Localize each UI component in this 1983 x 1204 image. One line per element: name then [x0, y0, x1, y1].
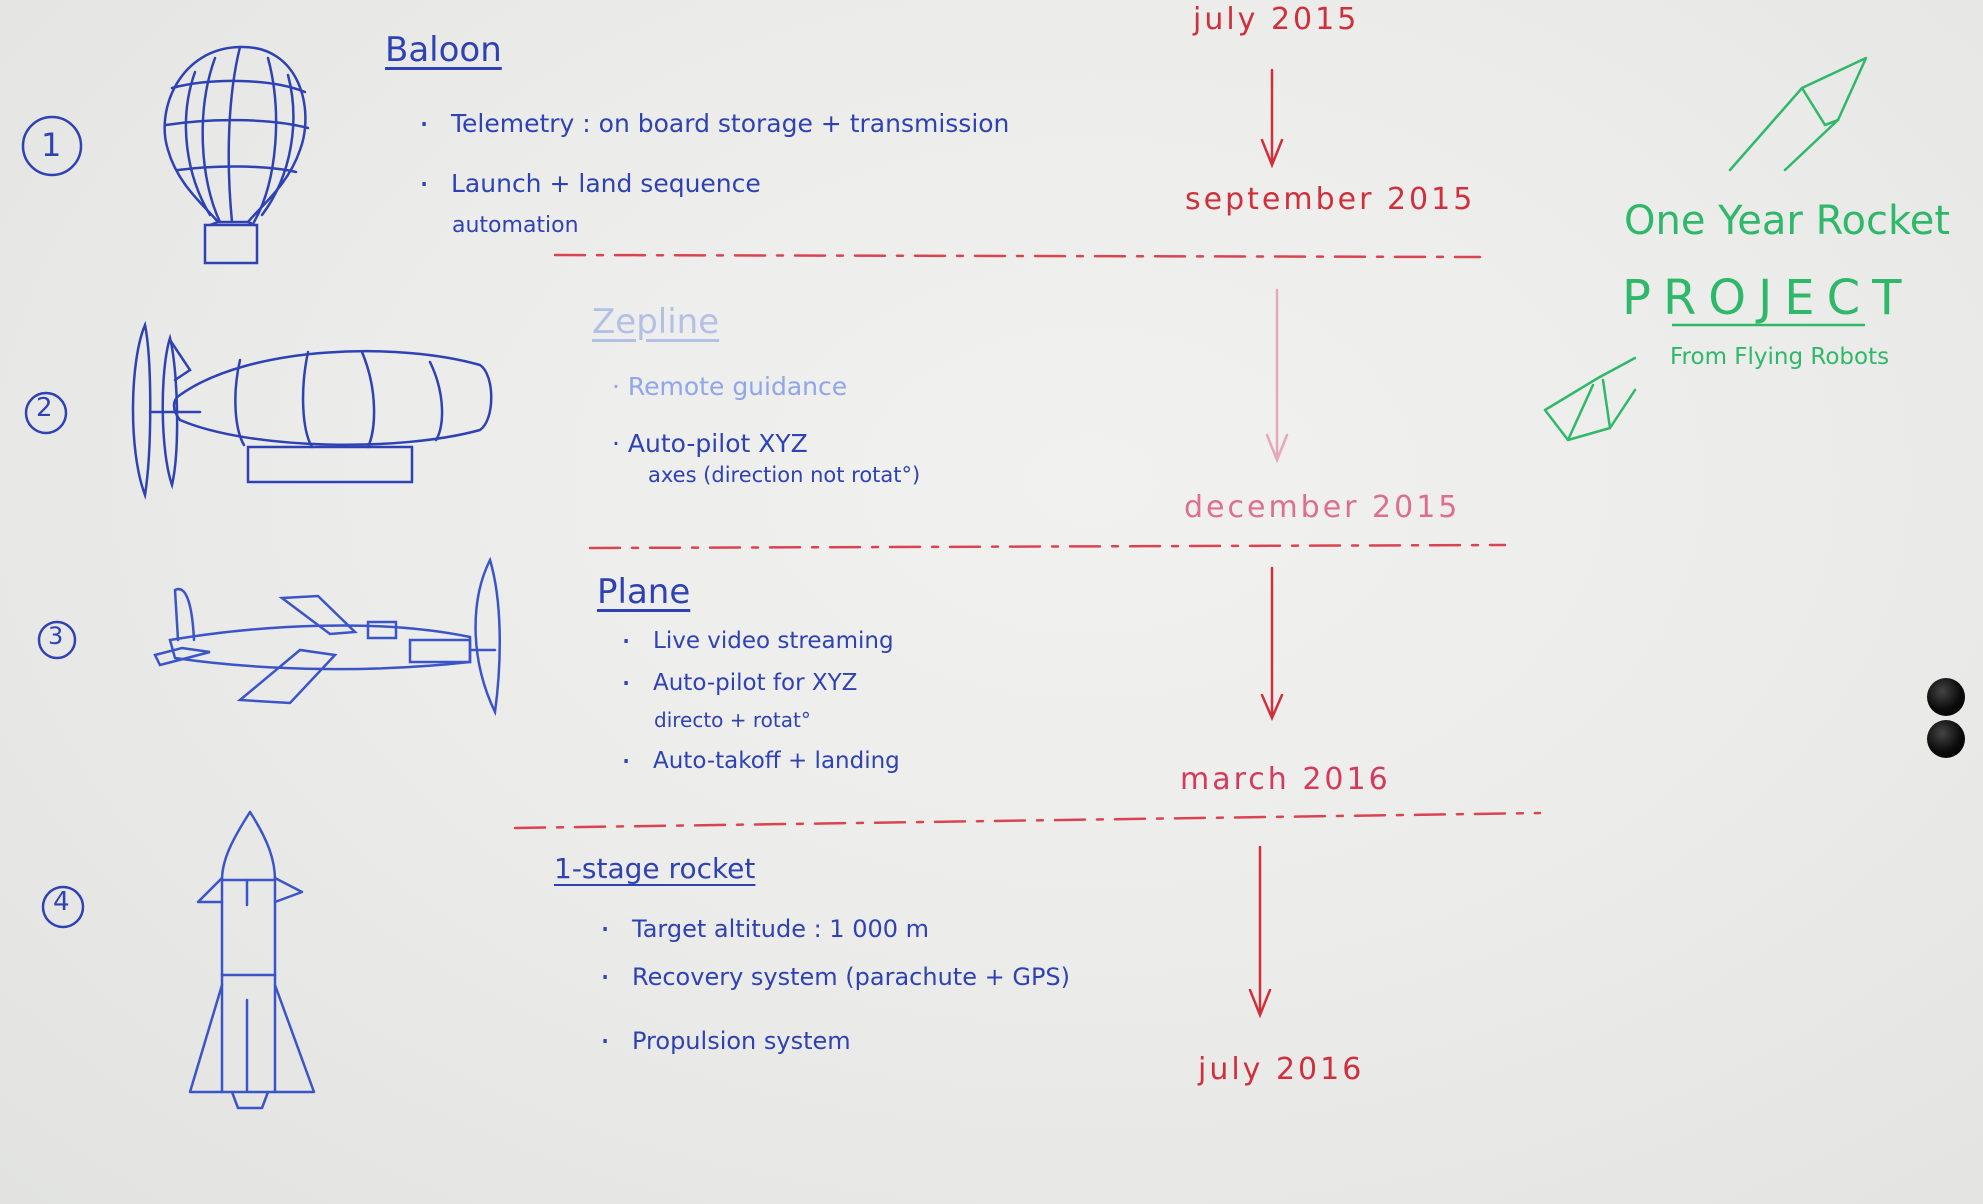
stage-3-bullet: Live video streaming	[617, 622, 894, 660]
stage-2-bullet: · Auto-pilot XYZ	[612, 429, 808, 458]
stage-4-number: 4	[53, 887, 70, 917]
project-title-word: PROJECT	[1622, 270, 1914, 326]
timeline-date: september 2015	[1185, 182, 1476, 217]
stage-4-bullet: Target altitude : 1 000 m	[596, 910, 1070, 948]
project-title-underline	[1672, 323, 1865, 327]
stage-2-title: Zepline	[592, 302, 720, 342]
stage-3-bullet: Auto-takoff + landing	[617, 742, 900, 780]
board-magnet	[1927, 678, 1965, 716]
stage-3-number: 3	[48, 622, 64, 650]
stage-2-number: 2	[36, 393, 53, 423]
rocket-icon	[188, 810, 316, 1110]
timeline-date: december 2015	[1184, 490, 1461, 525]
timeline-date: march 2016	[1180, 762, 1391, 797]
stage-3-bullet-continuation: directo + rotat°	[654, 708, 811, 732]
stage-4-title: 1-stage rocket	[554, 852, 756, 885]
stage-4-bullet: Recovery system (parachute + GPS)	[596, 958, 1070, 996]
stage-3-bullets-more: Auto-takoff + landing	[617, 742, 900, 802]
board-magnet	[1927, 720, 1965, 758]
stage-1-bullets: Telemetry : on board storage + transmiss…	[415, 105, 1009, 203]
timeline-date: july 2015	[1193, 2, 1360, 37]
project-subtitle: From Flying Robots	[1670, 344, 1890, 370]
timeline-separators	[513, 253, 1542, 830]
stage-3-title: Plane	[597, 572, 691, 612]
propeller-plane-icon	[153, 556, 501, 717]
stage-2-bullet: · Remote guidance	[612, 372, 848, 401]
rocket-descending-icon	[1543, 356, 1637, 442]
stage-number-circles	[21, 115, 85, 929]
stage-1-bullet: Telemetry : on board storage + transmiss…	[415, 105, 1009, 143]
stage-2-bullets: · Remote guidance · Auto-pilot XYZ	[612, 372, 848, 458]
zeppelin-icon	[131, 320, 493, 500]
project-title: One Year Rocket	[1624, 198, 1951, 244]
stage-1-bullet: Launch + land sequence	[415, 165, 1009, 203]
stage-3-bullet: Auto-pilot for XYZ	[617, 664, 894, 702]
rocket-ascending-icon	[1728, 56, 1868, 172]
stage-1-number: 1	[41, 126, 62, 164]
stage-3-bullets: Live video streaming Auto-pilot for XYZ	[617, 622, 894, 702]
timeline-arrows	[1248, 68, 1289, 1019]
stage-1-title: Baloon	[385, 30, 502, 70]
stage-4-bullets: Target altitude : 1 000 m Recovery syste…	[596, 910, 1070, 1082]
stage-4-bullet: Propulsion system	[596, 1022, 1070, 1060]
stage-2-bullet-continuation: axes (direction not rotat°)	[648, 463, 921, 487]
stage-1-bullet-continuation: automation	[452, 213, 579, 238]
hot-air-balloon-icon	[163, 45, 310, 265]
timeline-date: july 2016	[1198, 1052, 1365, 1087]
